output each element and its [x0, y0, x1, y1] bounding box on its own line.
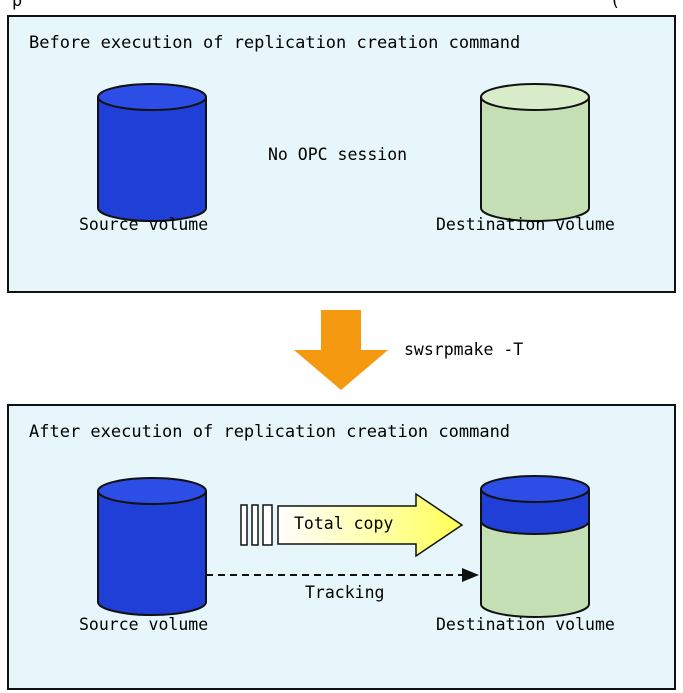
- source-volume-cylinder: [97, 477, 207, 616]
- tracking-label: Tracking: [305, 583, 385, 602]
- destination-volume-cylinder: [480, 475, 590, 618]
- before-destination-label: Destination volume: [436, 215, 615, 234]
- after-panel: After execution of replication creation …: [7, 404, 676, 690]
- after-panel-title: After execution of replication creation …: [29, 422, 511, 442]
- before-source-label: Source volume: [79, 215, 209, 234]
- before-panel: Before execution of replication creation…: [7, 15, 676, 293]
- tracking-arrow-icon: [206, 568, 479, 582]
- after-source-label: Source volume: [79, 615, 209, 634]
- before-panel-title: Before execution of replication creation…: [29, 33, 521, 53]
- total-copy-label: Total copy: [294, 514, 394, 533]
- total-copy-arrow-icon: [240, 492, 464, 558]
- source-volume-cylinder: [97, 83, 207, 222]
- down-arrow-icon: [294, 310, 388, 390]
- destination-volume-cylinder: [480, 83, 590, 222]
- top-cropped-text: p: [12, 0, 23, 11]
- no-opc-session-label: No OPC session: [268, 145, 408, 164]
- after-destination-label: Destination volume: [436, 615, 615, 634]
- command-label: swsrpmake -T: [404, 340, 524, 359]
- top-cropped-text-right: (: [610, 0, 621, 11]
